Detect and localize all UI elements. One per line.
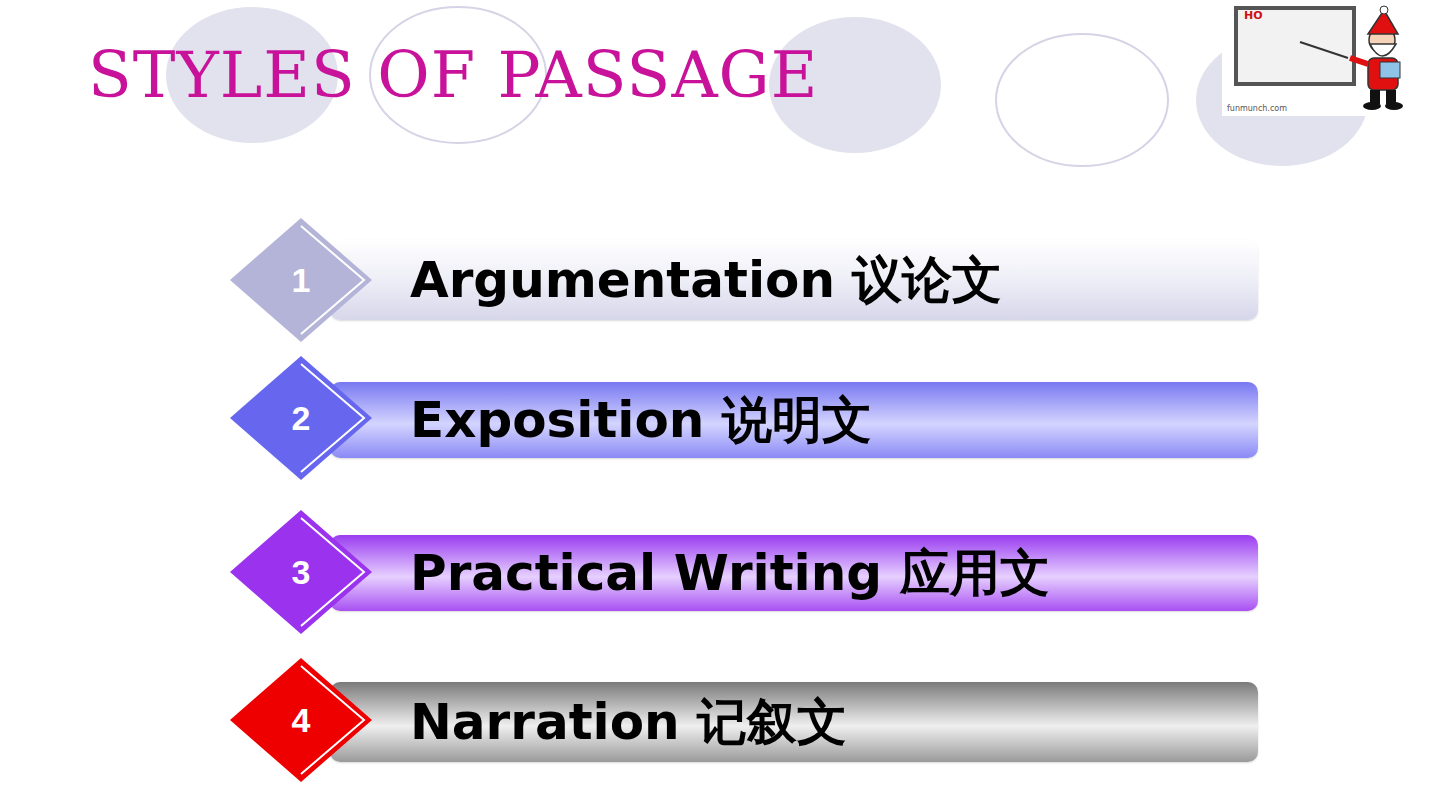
santa-teacher-illustration (1222, 4, 1403, 116)
watermark: funmunch.com (1227, 104, 1287, 113)
step-number: 1 (292, 261, 311, 300)
number-diamond: 4 (230, 658, 372, 782)
deco-ellipse (996, 34, 1168, 166)
number-diamond: 2 (230, 356, 372, 480)
step-number: 2 (292, 399, 311, 438)
style-label: Argumentation 议论文 (410, 247, 1002, 314)
step-number: 3 (292, 553, 311, 592)
step-number: 4 (292, 701, 311, 740)
number-diamond: 1 (230, 218, 372, 342)
style-label: Exposition 说明文 (410, 387, 872, 454)
number-diamond: 3 (230, 510, 372, 634)
board-text: HO (1244, 9, 1263, 22)
style-band: Practical Writing 应用文 (330, 535, 1258, 611)
style-label: Narration 记叙文 (410, 689, 847, 756)
style-band: Exposition 说明文 (330, 382, 1258, 458)
style-band: Narration 记叙文 (330, 682, 1258, 762)
style-label: Practical Writing 应用文 (410, 540, 1050, 607)
style-band: Argumentation 议论文 (330, 240, 1258, 320)
slide-title: STYLES OF PASSAGE (88, 38, 818, 112)
